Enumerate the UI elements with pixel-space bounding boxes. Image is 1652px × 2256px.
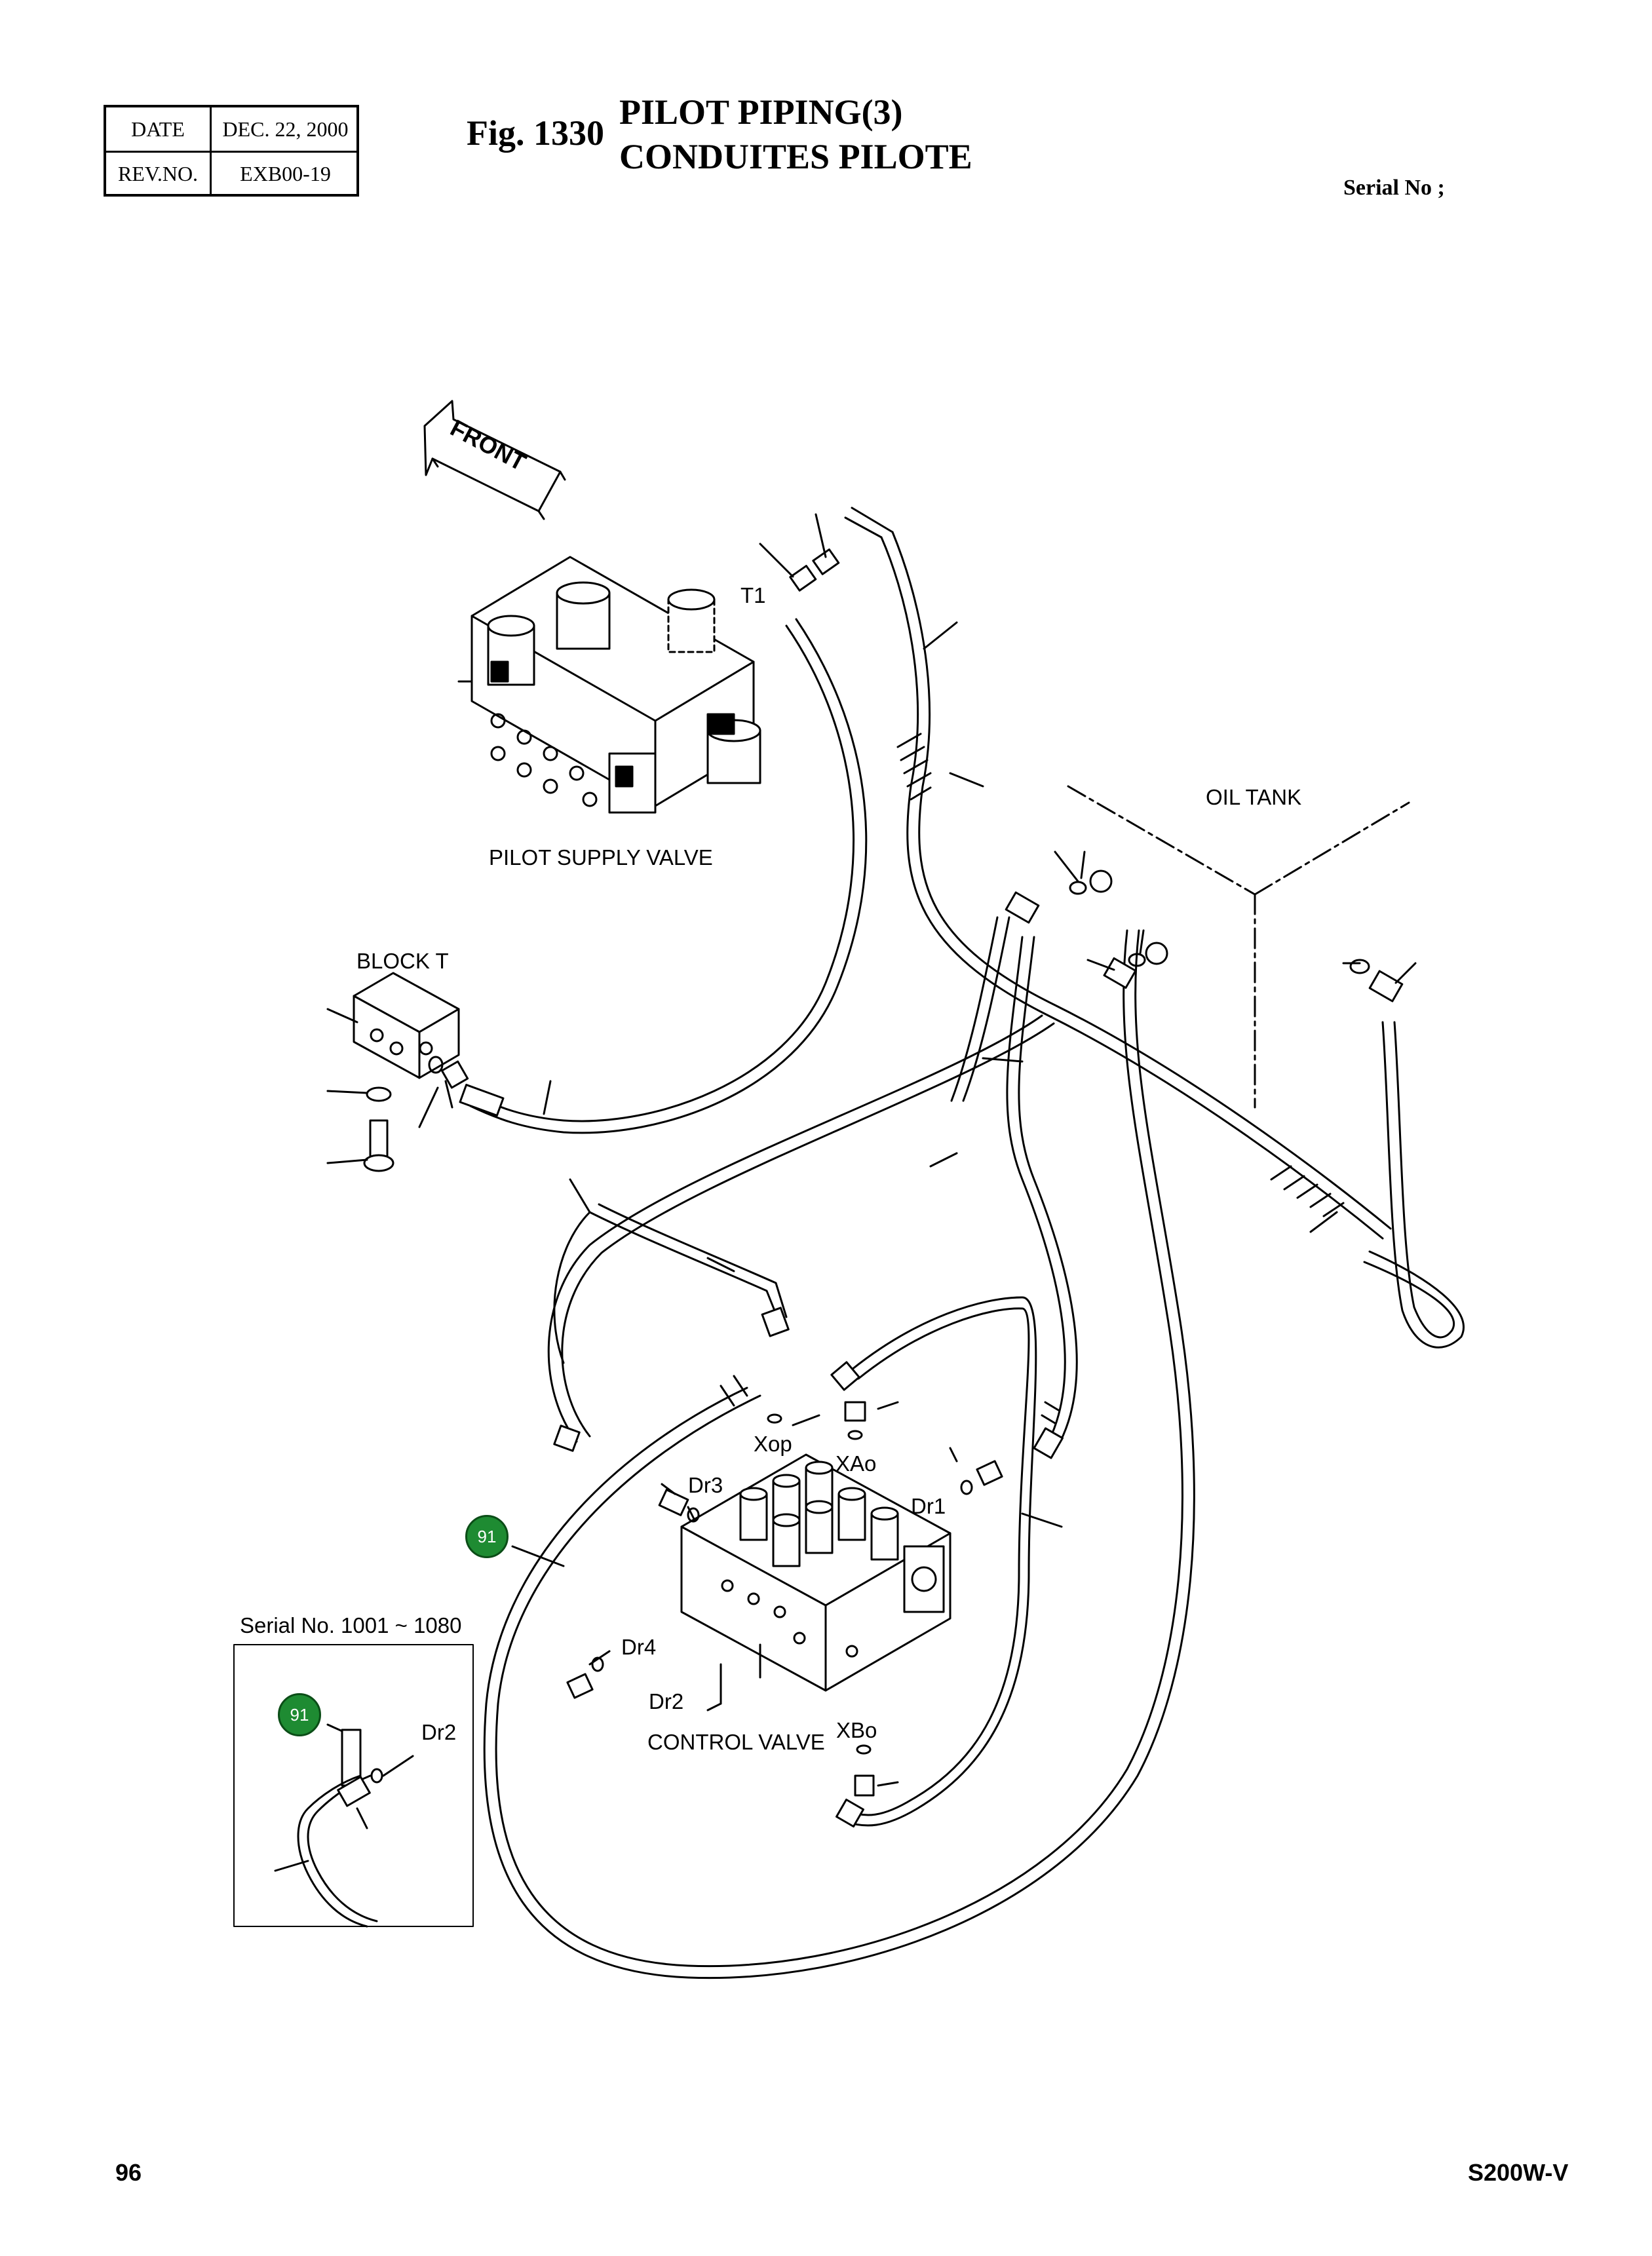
tank-fittings	[1005, 851, 1168, 989]
label-pilot-supply-valve: PILOT SUPPLY VALVE	[489, 845, 713, 870]
control-valve-fittings	[566, 1401, 1003, 1797]
label-block-t: BLOCK T	[356, 949, 449, 973]
revision-table: DATE DEC. 22, 2000 REV.NO. EXB00-19	[104, 105, 359, 197]
control-valve	[680, 1453, 951, 1692]
date-value: DEC. 22, 2000	[222, 117, 349, 141]
inset-box	[233, 1644, 474, 1928]
serial-number-label: Serial No ;	[1343, 176, 1445, 200]
tank-right-hose	[1342, 959, 1465, 1348]
pilot-supply-valve	[457, 556, 761, 814]
hose-right-down	[950, 916, 1078, 1459]
figure-title-fr: CONDUITES PILOTE	[619, 137, 972, 176]
figure-title-en: PILOT PIPING(3)	[619, 92, 903, 132]
hose-t1-to-block-t	[459, 618, 868, 1134]
label-inset-serial: Serial No. 1001 ~ 1080	[240, 1613, 462, 1637]
label-dr4: Dr4	[621, 1635, 657, 1659]
oil-tank-outline	[1067, 785, 1410, 1109]
label-inset-dr2: Dr2	[421, 1720, 457, 1744]
label-control-valve: CONTROL VALVE	[647, 1730, 825, 1754]
label-xop: Xop	[754, 1432, 792, 1456]
page-number: 96	[115, 2159, 142, 2186]
label-oil-tank: OIL TANK	[1206, 785, 1302, 809]
hose-91-loop	[483, 929, 1195, 1979]
leader-91-main	[511, 1545, 565, 1567]
block-t	[326, 972, 469, 1172]
table-divider-horizontal	[106, 151, 356, 153]
t1-fitting	[759, 513, 840, 592]
label-dr3: Dr3	[688, 1473, 723, 1497]
date-label: DATE	[131, 117, 185, 141]
hose-left-loop	[547, 1014, 1055, 1452]
label-dr1: Dr1	[911, 1494, 946, 1518]
rev-label: REV.NO.	[117, 161, 199, 185]
figure-number: Fig. 1330	[467, 113, 604, 153]
label-xao: XAo	[836, 1451, 877, 1476]
hose-supply-to-tank-line	[844, 507, 1392, 1240]
label-xbo: XBo	[836, 1718, 877, 1742]
label-t1: T1	[740, 583, 766, 607]
callout-91-inset: 91	[278, 1693, 321, 1736]
callout-91-main: 91	[465, 1515, 509, 1558]
hose-xao-loop	[830, 1296, 1037, 1827]
label-dr2: Dr2	[649, 1689, 684, 1713]
front-arrow	[423, 400, 566, 520]
rev-value: EXB00-19	[240, 161, 331, 185]
model-number: S200W-V	[1468, 2159, 1569, 2186]
